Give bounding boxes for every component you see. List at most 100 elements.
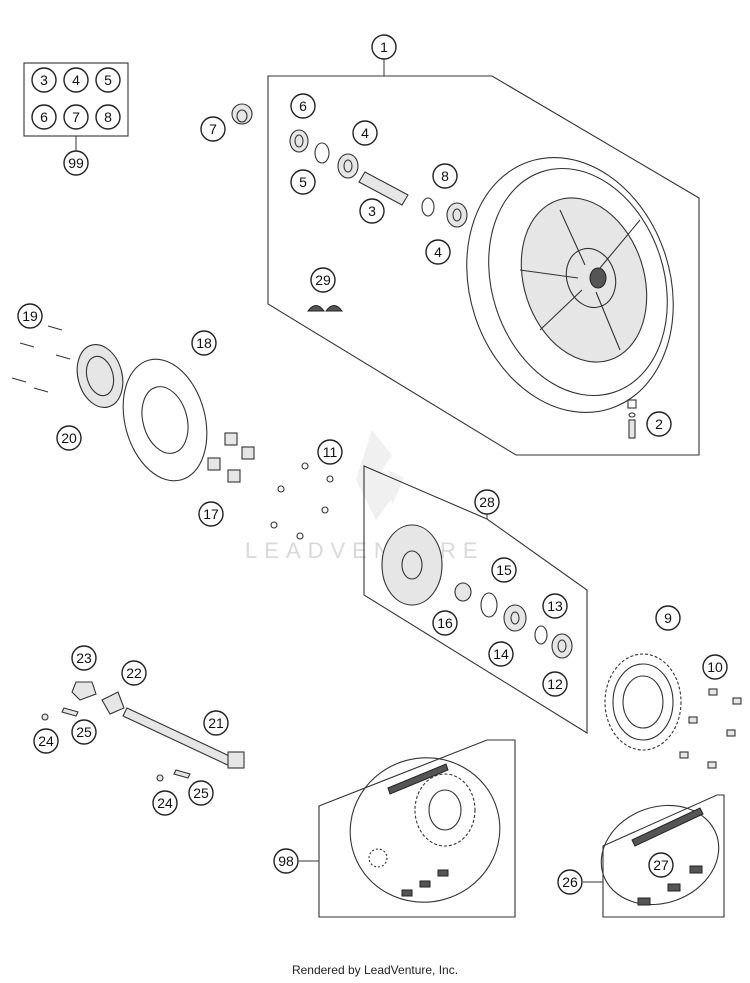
svg-text:12: 12 [547, 676, 563, 692]
svg-text:25: 25 [76, 724, 92, 740]
damping-rubbers-17 [207, 432, 255, 483]
svg-text:27: 27 [653, 857, 669, 873]
callout-11: 11 [317, 439, 343, 465]
watermark-text: LEADVENTURE [245, 538, 485, 563]
wheel-assembly-frame [267, 75, 700, 456]
svg-text:25: 25 [193, 785, 209, 801]
bearing-14 [503, 604, 527, 632]
svg-text:10: 10 [707, 659, 723, 675]
svg-text:22: 22 [126, 665, 142, 681]
callout-12: 12 [542, 671, 568, 697]
svg-text:7: 7 [72, 109, 80, 125]
svg-text:17: 17 [203, 506, 219, 522]
callout-17: 17 [198, 501, 224, 527]
callout-2: 2 [646, 411, 672, 437]
callout-8: 8 [432, 163, 458, 189]
svg-text:6: 6 [299, 98, 307, 114]
watermark-logo [356, 430, 404, 520]
disc-carrier-20 [76, 344, 124, 408]
chain-26 [600, 804, 720, 906]
callout-15: 15 [491, 557, 517, 583]
callout-3: 3 [359, 198, 385, 224]
svg-text:4: 4 [361, 125, 369, 141]
svg-text:5: 5 [299, 174, 307, 190]
bearing-4-right [446, 202, 468, 228]
callout-6: 6 [290, 93, 316, 119]
spacer-16 [454, 582, 472, 602]
screws-19 [11, 325, 71, 393]
callout-20: 20 [56, 425, 82, 451]
svg-text:1: 1 [380, 39, 388, 55]
callout-10: 10 [702, 654, 728, 680]
valve-2 [627, 399, 637, 439]
callout-21: 21 [203, 710, 229, 736]
svg-text:24: 24 [38, 733, 54, 749]
svg-text:99: 99 [68, 155, 84, 171]
callout-25-left: 25 [71, 719, 97, 745]
svg-text:6: 6 [40, 109, 48, 125]
chain-frame [602, 794, 725, 918]
callout-99-kit-4: 4 [63, 67, 89, 93]
seal-7 [231, 103, 253, 125]
nut-24-right [156, 774, 164, 782]
callout-14: 14 [488, 641, 514, 667]
spacer-8 [421, 197, 435, 217]
spacer-13 [534, 625, 548, 645]
callout-18: 18 [191, 330, 217, 356]
bearing-4-left [337, 153, 359, 179]
bearing-6 [289, 129, 309, 153]
callout-24-left: 24 [33, 728, 59, 754]
svg-text:29: 29 [315, 272, 331, 288]
render-credit: Rendered by LeadVenture, Inc. [291, 963, 459, 977]
svg-text:9: 9 [664, 610, 672, 626]
svg-text:19: 19 [22, 308, 38, 324]
svg-text:18: 18 [196, 335, 212, 351]
callout-99-kit-7: 7 [63, 104, 89, 130]
sprocket-carrier-frame [363, 465, 588, 734]
valve-caps-29 [307, 305, 343, 312]
callout-99-kit-8: 8 [95, 104, 121, 130]
callout-99: 99 [63, 150, 89, 176]
sprocket-carrier-28 [381, 524, 443, 606]
rear-axle-21 [122, 707, 245, 769]
callout-16: 16 [432, 610, 458, 636]
callout-99-kit-6: 6 [31, 104, 57, 130]
svg-text:8: 8 [441, 168, 449, 184]
svg-text:7: 7 [209, 121, 217, 137]
brake-disc-18 [122, 358, 208, 482]
nuts-11 [270, 462, 334, 540]
screws-10 [679, 688, 742, 769]
svg-text:28: 28 [479, 494, 495, 510]
svg-text:26: 26 [562, 874, 578, 890]
callout-29: 29 [310, 267, 336, 293]
pin-25-right [173, 769, 191, 779]
circlip-5 [314, 142, 330, 164]
spacer-tube-3 [358, 171, 409, 206]
svg-text:8: 8 [104, 109, 112, 125]
svg-text:5: 5 [104, 72, 112, 88]
svg-text:2: 2 [655, 416, 663, 432]
svg-text:23: 23 [76, 650, 92, 666]
chain-kit-98 [349, 757, 501, 903]
callout-98: 98 [273, 848, 299, 874]
callout-22: 22 [121, 660, 147, 686]
svg-text:13: 13 [547, 598, 563, 614]
svg-text:21: 21 [208, 715, 224, 731]
callout-27: 27 [648, 852, 674, 878]
callout-23: 23 [71, 645, 97, 671]
callout-19: 19 [17, 303, 43, 329]
svg-text:4: 4 [434, 244, 442, 260]
callout-13: 13 [542, 593, 568, 619]
svg-text:14: 14 [493, 646, 509, 662]
svg-text:98: 98 [278, 853, 294, 869]
callout-4-upper: 4 [352, 120, 378, 146]
callout-4-lower: 4 [425, 239, 451, 265]
svg-text:3: 3 [40, 72, 48, 88]
pin-25-left [61, 707, 79, 717]
svg-text:16: 16 [437, 615, 453, 631]
svg-text:4: 4 [72, 72, 80, 88]
callout-24-right: 24 [152, 790, 178, 816]
callout-25-right: 25 [188, 780, 214, 806]
rear-wheel [466, 157, 674, 413]
